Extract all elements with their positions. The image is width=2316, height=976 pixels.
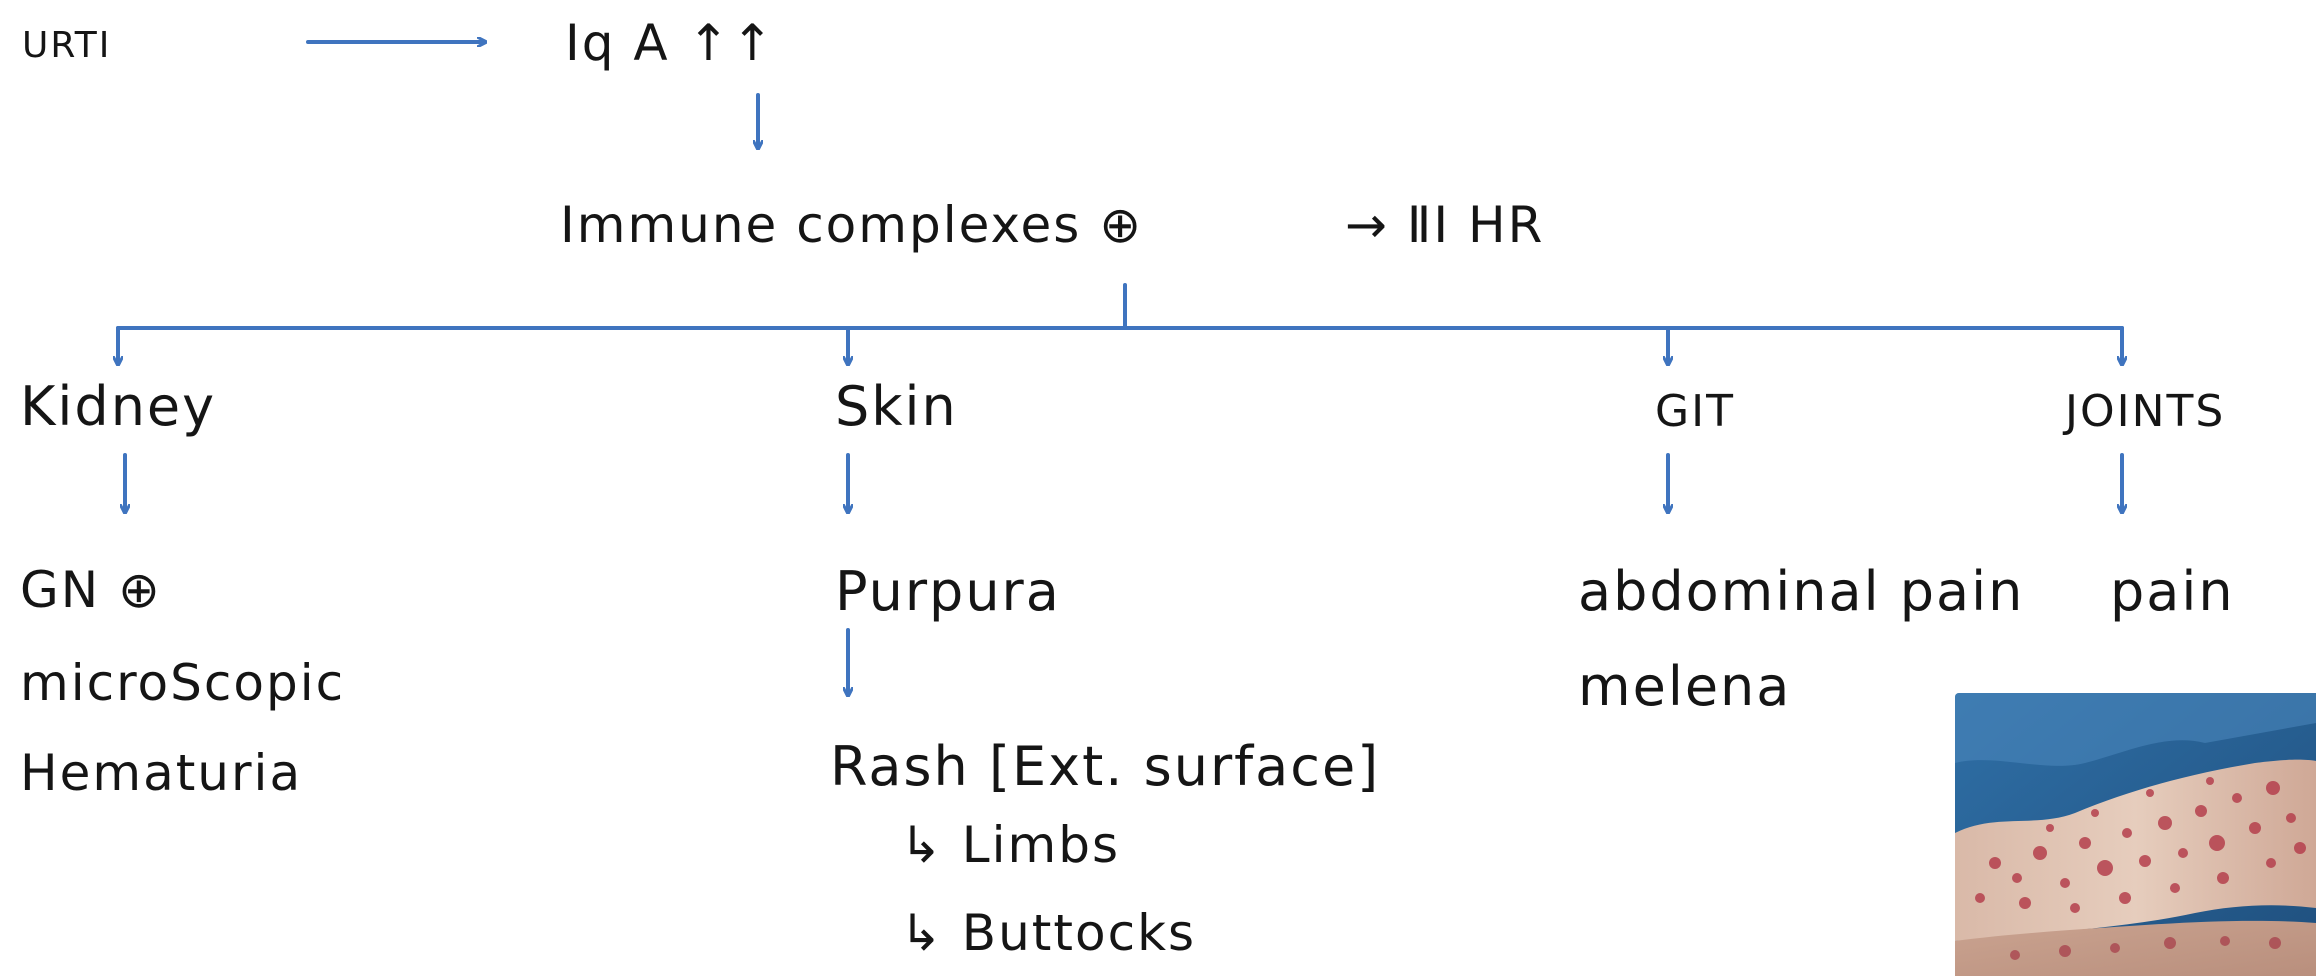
node-immune-complexes: Immune complexes ⊕	[560, 196, 1144, 254]
skin-sub-limbs: ↳ Limbs	[900, 816, 1121, 874]
kidney-line-hematuria: Hematuria	[20, 744, 303, 802]
node-iga: Iq A ↑↑	[565, 14, 776, 72]
git-line-abdominal-pain: abdominal pain	[1578, 560, 2025, 623]
skin-purpura: Purpura	[835, 560, 1061, 623]
branch-heading-skin: Skin	[835, 375, 958, 438]
skin-sub-buttocks: ↳ Buttocks	[900, 904, 1197, 962]
skin-rash: Rash [Ext. surface]	[830, 735, 1381, 798]
purpura-rash-photo	[1955, 693, 2316, 976]
node-urti: URTI	[22, 25, 112, 66]
git-line-melena: melena	[1578, 655, 1792, 718]
kidney-line-microscopic: microScopic	[20, 654, 346, 712]
node-type3-hr: → ⅡⅠ HR	[1345, 196, 1545, 254]
branch-heading-kidney: Kidney	[20, 375, 217, 438]
branch-heading-joints: JOINTS	[2065, 386, 2226, 437]
branch-heading-git: GIT	[1655, 386, 1735, 437]
kidney-line-gn: GN ⊕	[20, 561, 162, 619]
joints-line-pain: pain	[2110, 560, 2235, 623]
